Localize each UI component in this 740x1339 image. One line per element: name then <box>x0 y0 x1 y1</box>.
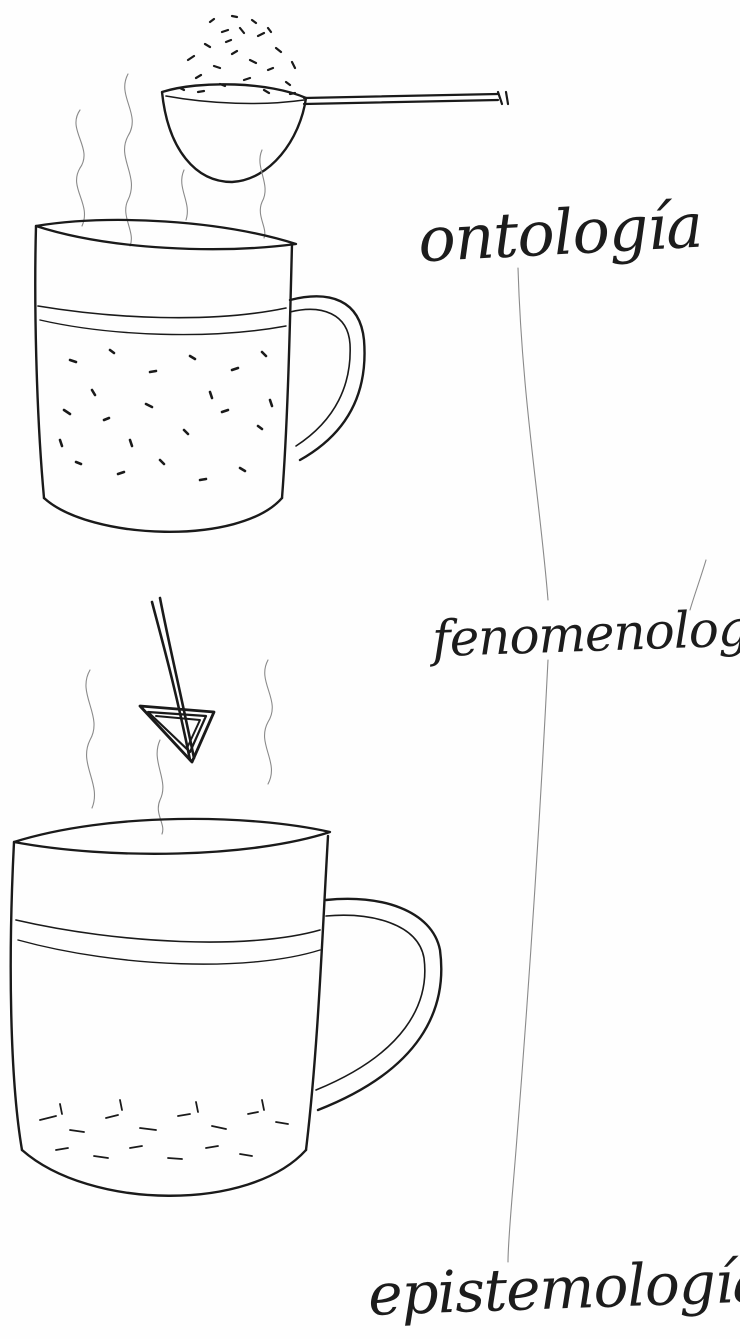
connector-line <box>508 268 706 1262</box>
mug-icon <box>35 220 364 532</box>
label-fenomenologia: fenomenología <box>431 598 740 669</box>
spoon-icon <box>162 16 508 182</box>
arrow-down-icon <box>140 598 214 762</box>
mug-icon <box>11 819 442 1196</box>
label-epistemologia: epistemología <box>367 1247 740 1329</box>
label-ontologia: ontología <box>416 189 704 277</box>
